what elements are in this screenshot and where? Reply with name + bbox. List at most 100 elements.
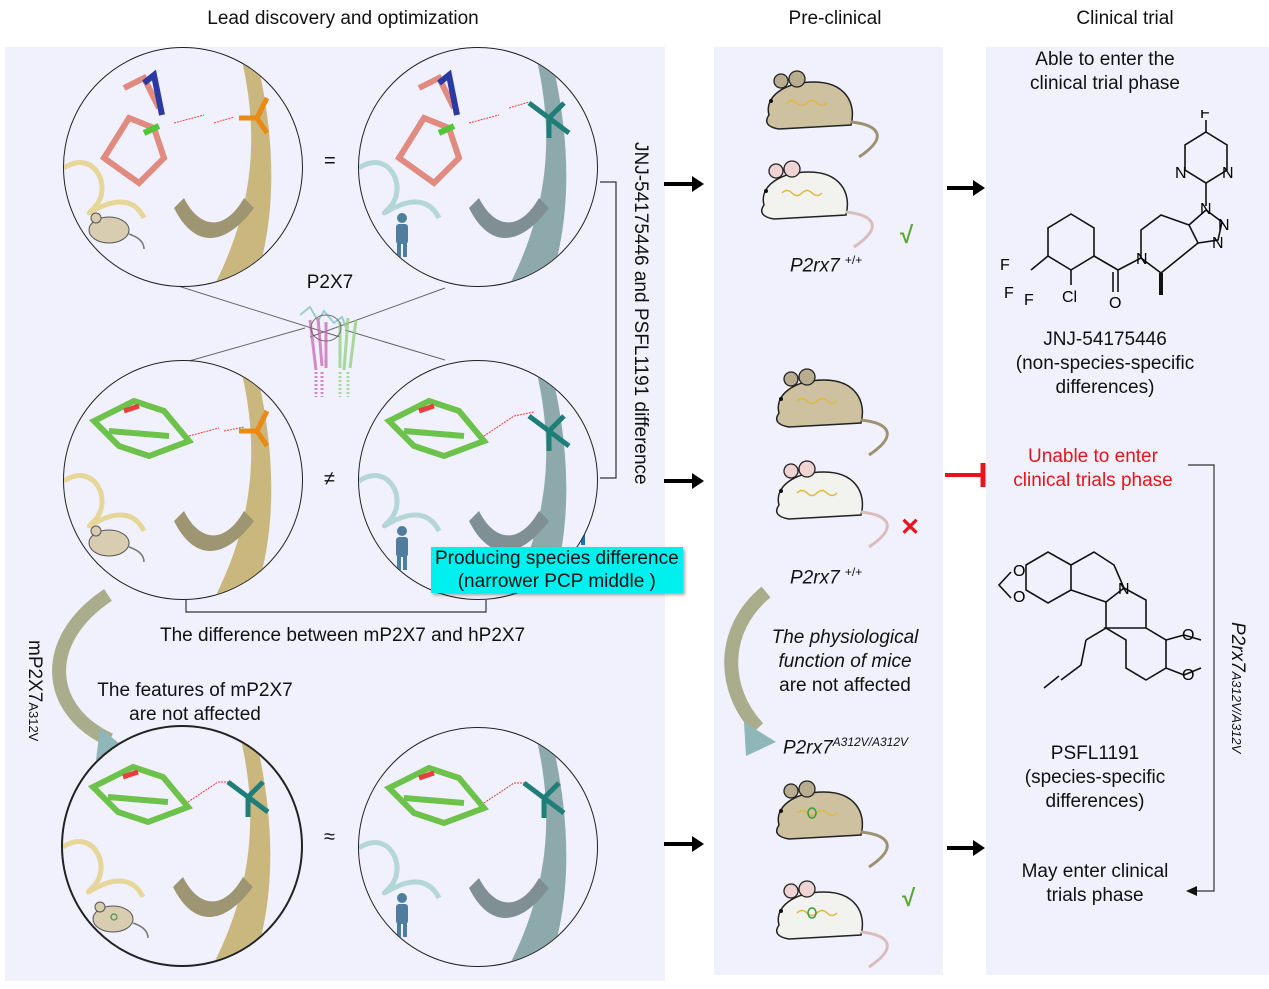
psfl-desc-2: differences) <box>1045 791 1145 812</box>
atom-label: O <box>1013 589 1025 606</box>
jnj-label: JNJ-54175446 (non-species-specific diffe… <box>995 328 1215 400</box>
human-icon <box>396 213 408 257</box>
features-line-1: The features of mP2X7 <box>97 680 293 701</box>
binding-site-figure <box>64 48 272 286</box>
atom-label: F <box>1004 285 1014 302</box>
difference-label: The difference between mP2X7 and hP2X7 <box>160 625 526 646</box>
atom-label: F <box>1200 110 1210 122</box>
check-mark-icon: √ <box>902 885 916 912</box>
bracket-jnj-psfl <box>600 181 617 479</box>
curved-arrow-right-head <box>744 722 776 756</box>
mouse-wildtype-brown-2 <box>776 368 889 457</box>
side-label-main: P2rx7 <box>1227 622 1248 672</box>
clinical-panel <box>986 47 1269 975</box>
arrow-preclinical-to-clinical-2 <box>947 840 985 856</box>
mouse-a312v-brown <box>776 780 889 869</box>
able-line-2: clinical trial phase <box>1030 73 1180 94</box>
curved-arrow-left <box>52 589 114 747</box>
genotype-label-wt-1: P2rx7 +/+ <box>790 253 862 277</box>
features-line-2: are not affected <box>129 704 261 725</box>
cross-mark-icon: ✕ <box>900 514 921 541</box>
psfl-label: PSFL1191 (species-specific differences) <box>985 742 1205 814</box>
arrow-lead-to-preclinical-3 <box>664 836 704 852</box>
binding-site-figure <box>359 361 571 599</box>
physiology-line-2: function of mice <box>778 651 912 672</box>
psfl-desc-1: (species-specific <box>1024 767 1166 788</box>
relation-approx: ≈ <box>324 826 335 848</box>
atom-label: Cl <box>1062 289 1077 306</box>
p2x7-protein-icon <box>299 305 358 397</box>
atom-label: N <box>1218 217 1230 234</box>
physiology-line-3: are not affected <box>779 675 911 696</box>
bracket-difference <box>185 600 487 613</box>
mutant-label-sub: A312V <box>26 702 41 742</box>
jnj-name: JNJ-54175446 <box>1043 329 1167 350</box>
atom-label: N <box>1136 251 1148 268</box>
highlight-line-2: (narrower PCP middle ) <box>457 571 656 592</box>
genotype-sup: +/+ <box>844 565 863 579</box>
clinical-side-genotype-label: P2rx7A312V/A312V <box>1226 622 1248 753</box>
arrow-lead-to-preclinical-1 <box>664 176 704 192</box>
mouse-icon <box>88 212 145 250</box>
atom-label: O <box>1182 667 1194 684</box>
species-difference-highlight: Producing species difference (narrower P… <box>431 547 683 593</box>
atom-label: O <box>1182 627 1194 644</box>
binding-circle-human-jnj <box>358 47 598 287</box>
zoom-line <box>309 287 446 338</box>
jnj-desc-2: differences) <box>1055 377 1155 398</box>
clinical-bracket <box>1188 464 1215 892</box>
atom-label: N <box>1200 201 1212 218</box>
mouse-wildtype-white-1 <box>761 160 874 249</box>
unable-line-1: Unable to enter <box>1028 446 1158 467</box>
physiology-label: The physiological function of mice are n… <box>745 626 945 698</box>
genotype-label-a312v: P2rx7A312V/A312V <box>783 735 908 759</box>
arrow-lead-to-preclinical-2 <box>664 473 704 489</box>
highlight-line-1: Producing species difference <box>435 548 679 569</box>
clinical-bracket-head <box>1186 886 1197 896</box>
psfl-name: PSFL1191 <box>1050 743 1140 764</box>
may-enter-label: May enter clinical trials phase <box>1005 860 1185 908</box>
header-clinical-trial: Clinical trial <box>1076 8 1174 29</box>
curved-arrow-right <box>724 586 771 733</box>
may-line-1: May enter clinical <box>1021 861 1169 882</box>
jnj-psfl-difference-label: JNJ-54175446 and PSFL1191 difference <box>630 142 651 485</box>
atom-label: O <box>1013 563 1025 580</box>
header-lead-discovery: Lead discovery and optimization <box>207 8 479 29</box>
preclinical-mice <box>761 70 889 969</box>
p2x7-label: P2X7 <box>306 272 354 293</box>
atom-label: N <box>1212 235 1224 252</box>
binding-site-figure <box>63 727 271 965</box>
binding-circle-human-psfl-2 <box>358 727 598 967</box>
mouse-a312v-white <box>776 880 889 969</box>
unable-line-2: clinical trials phase <box>1013 470 1173 491</box>
relation-not-equal: ≠ <box>324 468 335 490</box>
binding-site-figure <box>359 48 571 286</box>
atom-label: N <box>1175 165 1187 182</box>
jnj-desc-1: (non-species-specific <box>1015 353 1195 374</box>
mouse-wildtype-white-2 <box>776 460 889 549</box>
relation-equal: = <box>324 150 336 172</box>
binding-site-figure <box>64 361 272 599</box>
human-icon <box>396 526 408 570</box>
atom-label: O <box>1109 295 1121 312</box>
mutant-label-vertical: mP2X7A312V <box>23 640 45 741</box>
atom-label: F <box>1024 292 1034 309</box>
psfl1191-structure: O O N O O <box>997 551 1202 689</box>
mutant-label-main: mP2X7 <box>24 640 45 703</box>
binding-site-figure <box>359 728 567 966</box>
check-mark-icon: √ <box>900 222 914 249</box>
genotype-label-wt-2: P2rx7 +/+ <box>790 565 862 589</box>
binding-circle-mouse-psfl <box>63 360 303 600</box>
binding-circle-mouse-jnj <box>63 47 303 287</box>
mouse-icon <box>92 901 149 939</box>
atom-label: N <box>1118 581 1130 598</box>
mouse-wildtype-brown-1 <box>766 70 879 159</box>
physiology-line-1: The physiological <box>771 627 919 648</box>
genotype-sup: +/+ <box>844 253 863 267</box>
able-line-1: Able to enter the <box>1035 49 1175 70</box>
able-to-enter-label: Able to enter the clinical trial phase <box>995 48 1215 96</box>
zoom-line <box>344 329 446 361</box>
jnj-54175446-structure: F N N N N N N F F F Cl O <box>1000 110 1234 312</box>
genotype-main: P2rx7 <box>783 737 833 759</box>
mouse-icon <box>88 525 145 563</box>
